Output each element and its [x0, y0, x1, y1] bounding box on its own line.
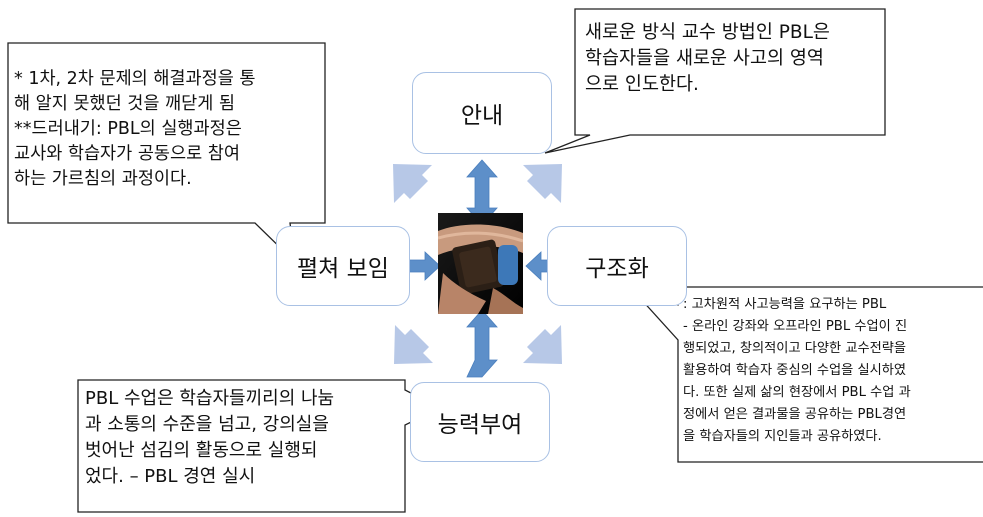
diagonal-arrow-bottom-right [523, 325, 562, 364]
diagonal-arrow-top-left [393, 164, 432, 203]
node-empowerment: 능력부여 [410, 382, 550, 462]
callout-top-right-text: 새로운 방식 교수 방법인 PBL은 학습자들을 새로운 사고의 영역 으로 인… [585, 22, 830, 95]
hands-holding-book-photo [438, 213, 523, 314]
diagonal-arrow-bottom-left [394, 325, 433, 364]
callout-top-left-text: * 1차, 2차 문제의 해결과정을 통 해 알지 못했던 것을 깨닫게 됨 *… [14, 69, 256, 189]
callout-top-right-shape [544, 8, 886, 154]
node-guide: 안내 [412, 72, 552, 154]
double-arrow-vertical-bottom [466, 309, 498, 378]
node-structuring: 구조화 [547, 226, 687, 306]
node-unfold-show: 펼쳐 보임 [276, 226, 410, 306]
callout-bottom-left-text: PBL 수업은 학습자들끼리의 나눔 과 소통의 수준을 넘고, 강의실을 벗어… [85, 388, 335, 487]
diagonal-arrow-top-right [523, 164, 562, 203]
callout-bottom-right-text: : 고차원적 사고능력을 요구하는 PBL - 온라인 강좌와 오프라인 PBL… [683, 297, 911, 444]
